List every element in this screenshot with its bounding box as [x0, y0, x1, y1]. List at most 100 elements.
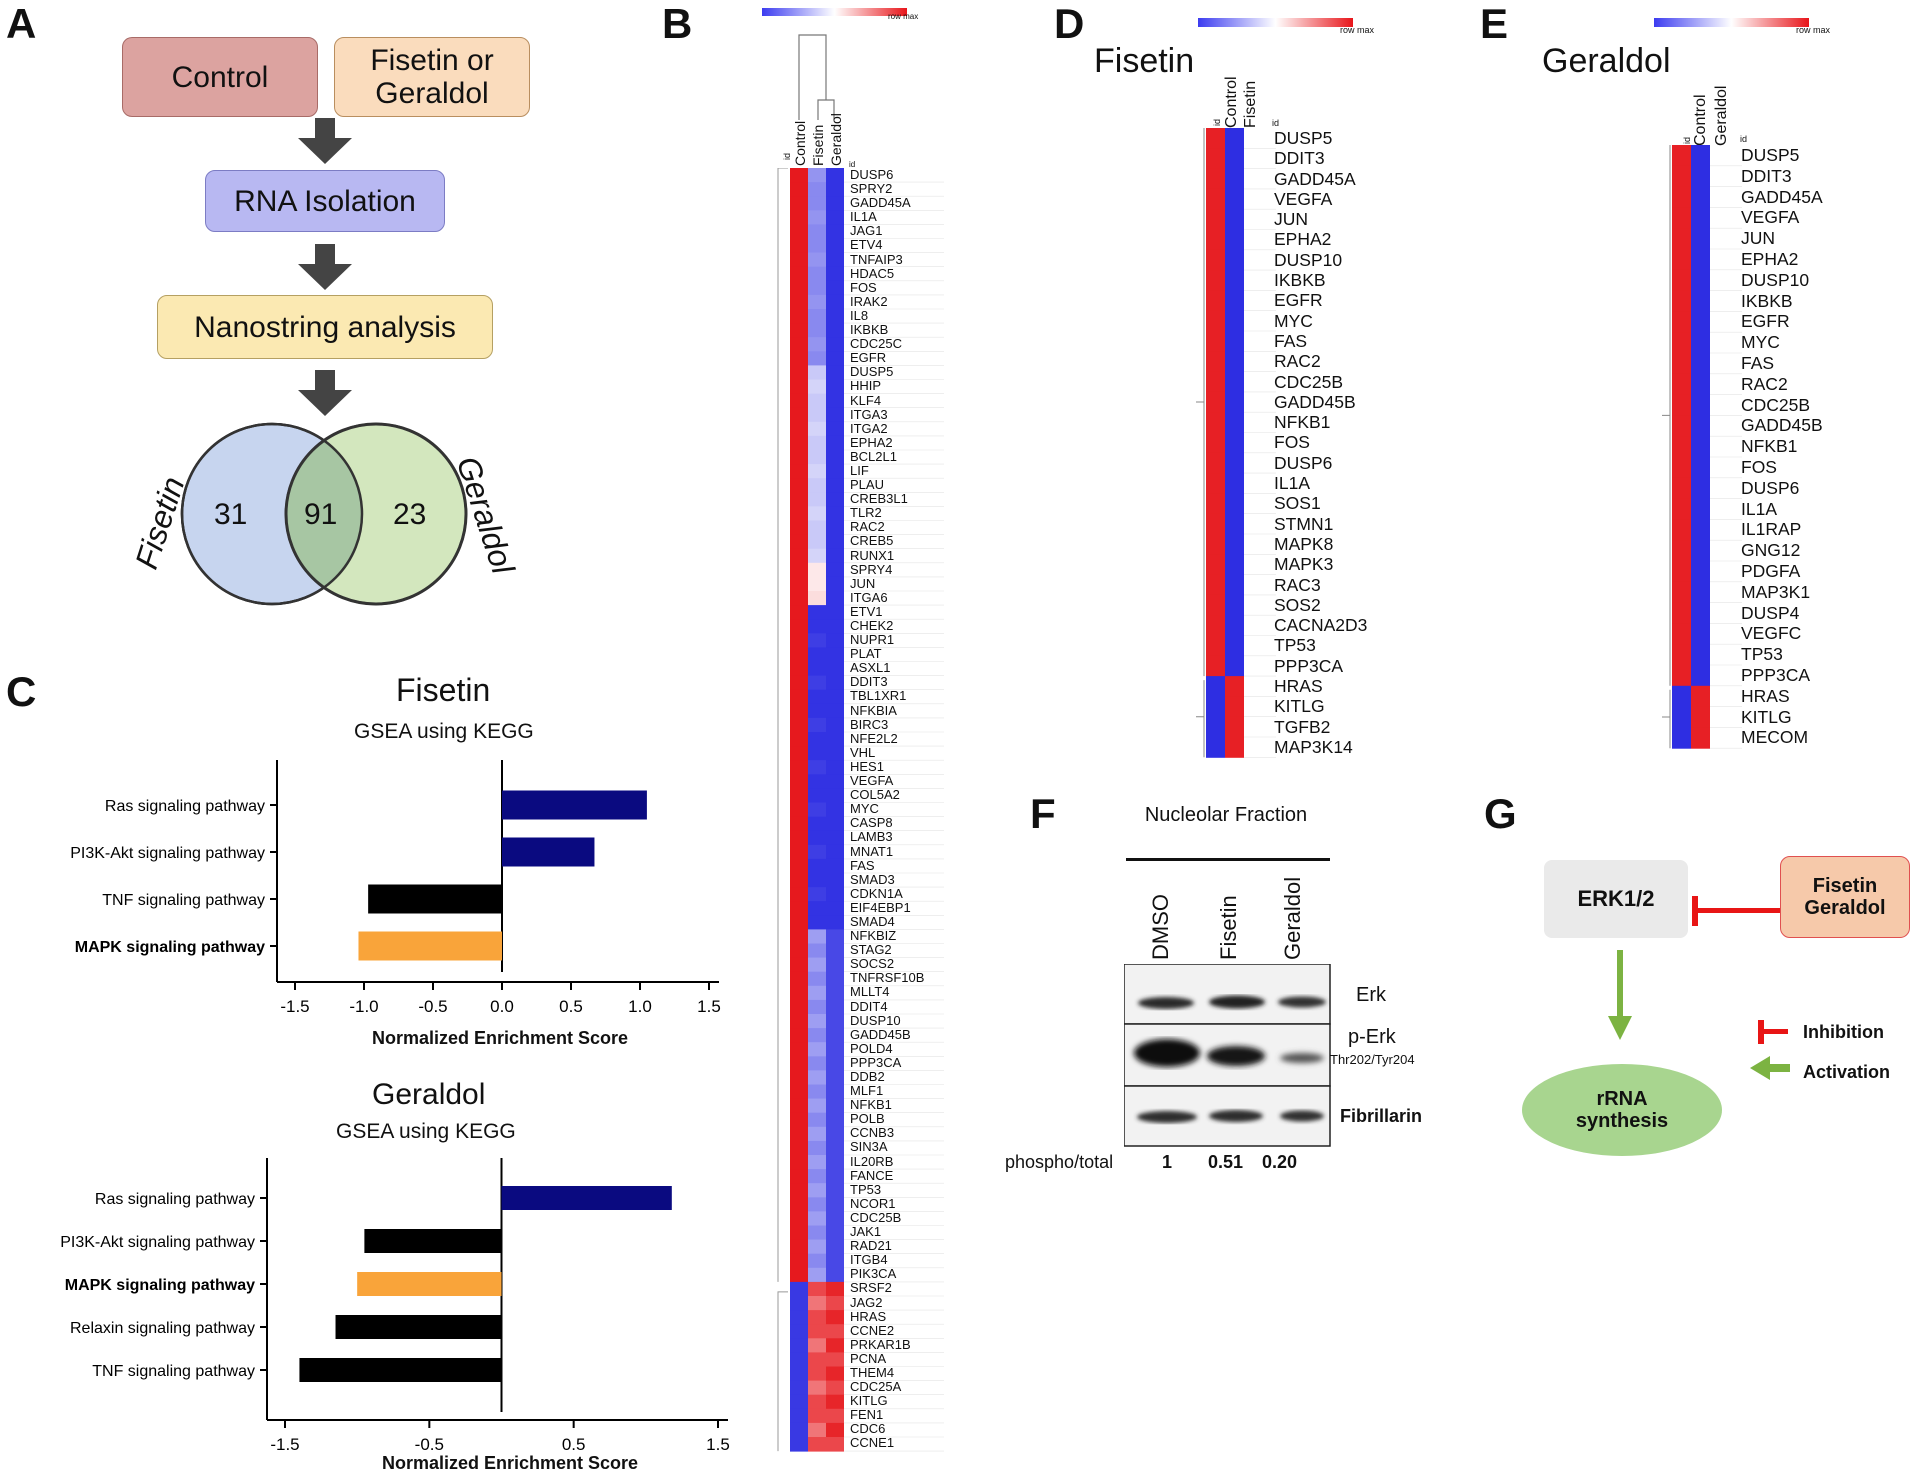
- heat-cell: [826, 830, 844, 846]
- heat-cell: [808, 309, 826, 324]
- heat-cell: [808, 1310, 826, 1325]
- heat-cell: [808, 1253, 826, 1269]
- gene-label: DUSP5: [850, 364, 894, 380]
- heat-cell: [790, 548, 808, 564]
- heat-cell: [808, 294, 826, 310]
- heat-cell: [1225, 493, 1244, 515]
- heat-cell: [826, 1437, 844, 1452]
- gene-label: KITLG: [1741, 706, 1792, 727]
- heat-cell: [826, 337, 844, 352]
- heat-cell: [790, 971, 808, 987]
- heat-cell: [1206, 249, 1225, 271]
- gene-label: IL1RAP: [1741, 519, 1802, 540]
- panel-b-col-dendrogram: [798, 34, 835, 120]
- gene-label: ITGA3: [850, 406, 888, 422]
- heat-cell: [1206, 351, 1225, 373]
- gene-label: PCNA: [850, 1350, 887, 1366]
- heat-cell: [790, 534, 808, 550]
- bar-tnf-signaling-pathway: [299, 1358, 502, 1382]
- gene-label: EPHA2: [1274, 229, 1332, 250]
- heat-cell: [790, 323, 808, 338]
- heat-cell: [1672, 415, 1691, 437]
- gene-label: CHEK2: [850, 618, 894, 633]
- heat-cell: [790, 1042, 808, 1057]
- heat-cell: [808, 689, 826, 705]
- heat-cell: [1225, 290, 1244, 312]
- heat-cell: [790, 675, 808, 691]
- category-label: MAPK signaling pathway: [75, 939, 265, 956]
- gene-label: SRSF2: [850, 1280, 892, 1296]
- heat-cell: [826, 887, 844, 902]
- gene-label: DUSP10: [1741, 269, 1810, 290]
- heat-cell: [790, 478, 808, 493]
- heat-cell: [1691, 477, 1710, 500]
- heat-cell: [1225, 412, 1244, 433]
- bar-pi3k-akt-signaling-pathway: [502, 837, 595, 867]
- heat-cell: [1691, 394, 1710, 416]
- gene-label: HES1: [850, 758, 884, 774]
- heat-cell: [808, 1352, 826, 1367]
- heat-cell: [1206, 554, 1225, 576]
- heat-cell: [790, 1296, 808, 1311]
- gene-label: DUSP6: [1741, 477, 1800, 498]
- gene-label: RAC3: [1274, 574, 1321, 595]
- heat-cell: [1206, 432, 1225, 454]
- gene-label: RAC2: [1741, 373, 1788, 394]
- heat-cell: [808, 1211, 826, 1226]
- heat-cell: [808, 323, 826, 338]
- flow-arrow-3: [298, 370, 352, 416]
- gene-label: IL1A: [1741, 498, 1777, 519]
- heat-cell: [808, 1338, 826, 1353]
- panel-d-row-id: id: [1272, 118, 1280, 128]
- heat-cell: [826, 238, 844, 254]
- heat-cell: [790, 379, 808, 395]
- heat-cell: [826, 548, 844, 564]
- gene-label: FAS: [1741, 352, 1775, 373]
- heat-cell: [1206, 716, 1225, 738]
- gene-label: JAG2: [850, 1294, 883, 1310]
- gene-label: CASP8: [850, 815, 893, 831]
- gene-label: PPP3CA: [1741, 664, 1811, 685]
- heat-cell: [826, 224, 844, 239]
- heat-cell: [826, 1281, 844, 1297]
- heat-cell: [826, 1014, 844, 1029]
- heat-cell: [1691, 186, 1710, 208]
- heat-cell: [826, 844, 844, 860]
- heat-cell: [790, 520, 808, 536]
- heat-cell: [826, 1112, 844, 1128]
- heat-cell: [826, 1408, 844, 1424]
- heat-cell: [826, 323, 844, 338]
- heat-cell: [826, 294, 844, 310]
- heat-cell: [826, 1197, 844, 1212]
- heat-cell: [790, 929, 808, 944]
- heat-cell: [826, 1239, 844, 1255]
- heat-cell: [1225, 594, 1244, 616]
- heat-cell: [790, 351, 808, 366]
- heat-cell: [1691, 457, 1710, 479]
- heat-cell: [826, 591, 844, 606]
- gene-label: ITGA2: [850, 420, 888, 436]
- heat-cell: [1672, 498, 1691, 520]
- panel-b-col-control: Control: [792, 120, 808, 166]
- heat-cell: [1206, 290, 1225, 312]
- heat-cell: [808, 1408, 826, 1424]
- x-tick-label: -1.5: [280, 997, 309, 1016]
- heat-cell: [790, 732, 808, 747]
- heat-cell: [1691, 602, 1710, 624]
- category-label: TNF signaling pathway: [92, 1363, 255, 1380]
- panel-e-col-geraldol: Geraldol: [1713, 85, 1730, 146]
- heat-cell: [1672, 373, 1691, 396]
- gene-label: CDC25A: [850, 1379, 902, 1395]
- heat-cell: [790, 999, 808, 1015]
- gene-label: SPRY4: [850, 561, 893, 577]
- heat-cell: [826, 435, 844, 451]
- gene-label: TGFB2: [1274, 716, 1331, 737]
- gene-label: GADD45A: [1741, 186, 1823, 207]
- gene-label: IL1A: [1274, 473, 1310, 494]
- heat-cell: [1672, 145, 1691, 167]
- heat-cell: [808, 1296, 826, 1311]
- heat-cell: [1672, 207, 1691, 229]
- heat-cell: [790, 492, 808, 507]
